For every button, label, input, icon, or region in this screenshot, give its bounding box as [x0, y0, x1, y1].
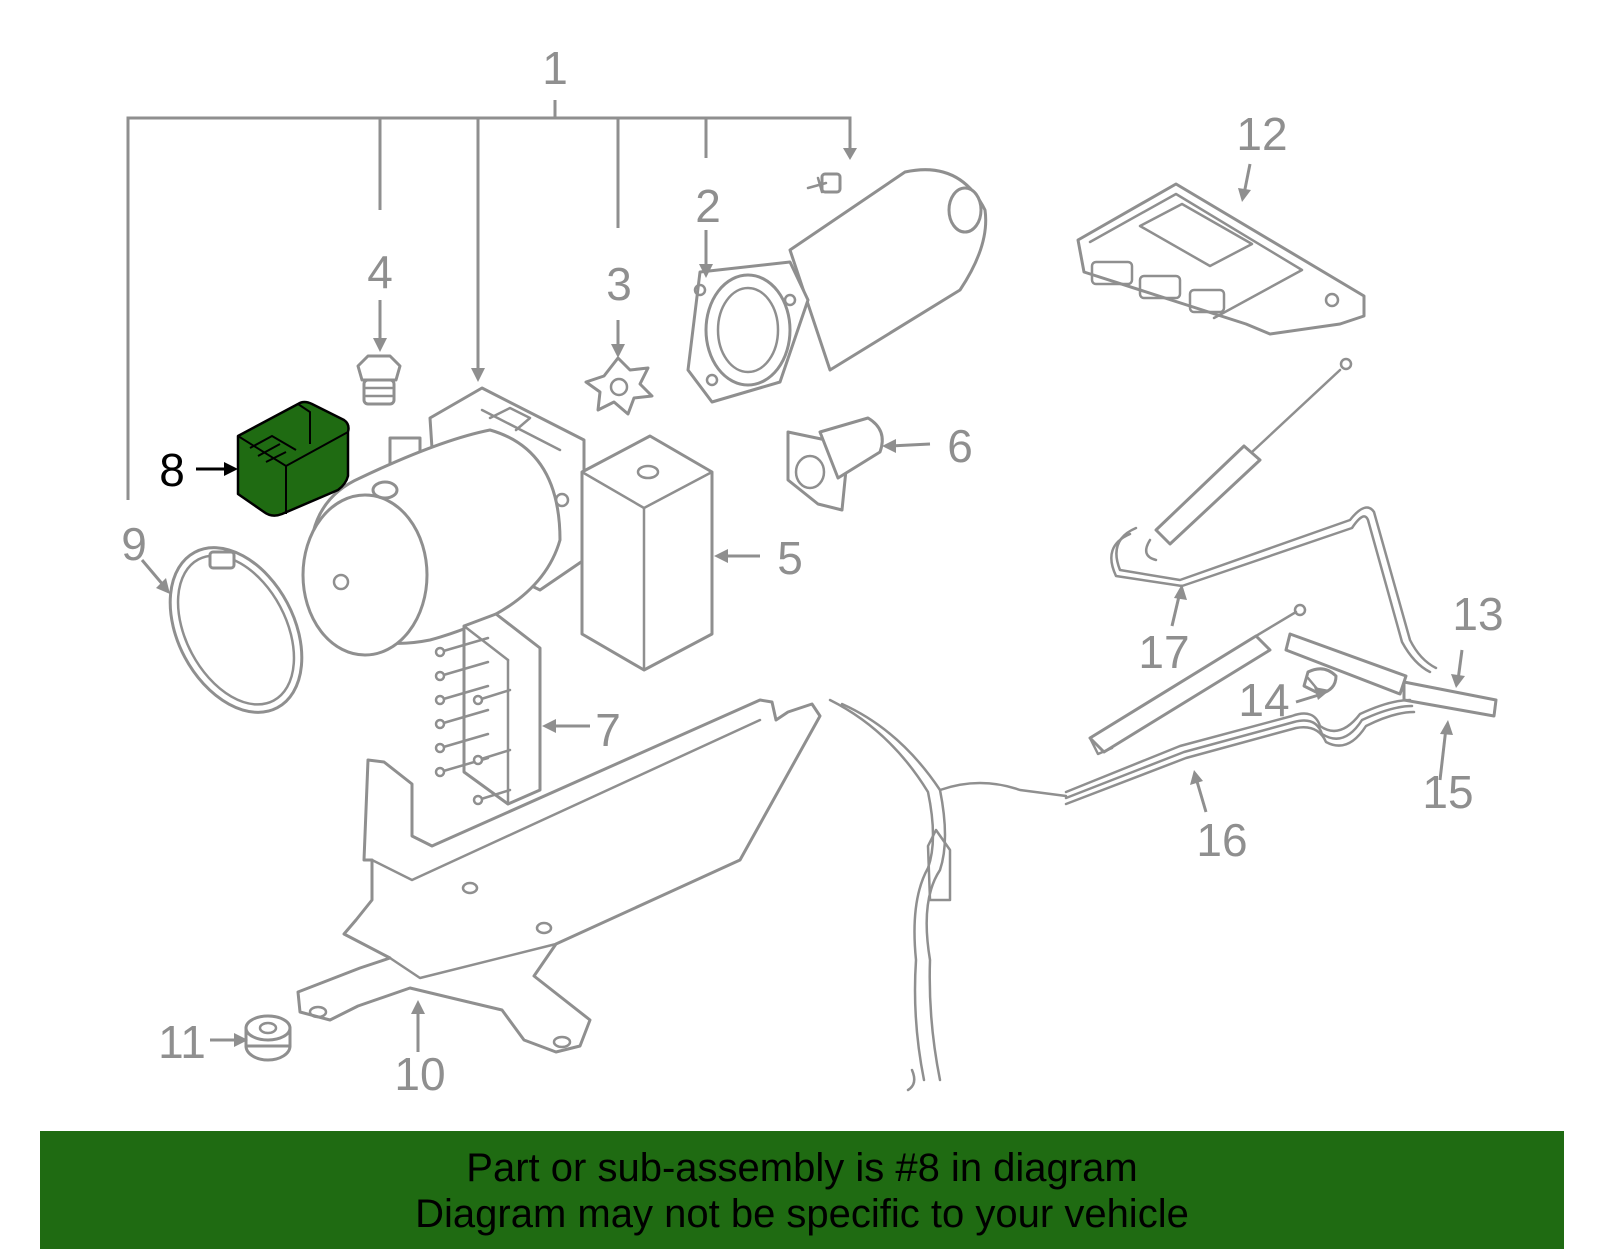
label-10: 10	[394, 1048, 445, 1100]
part-11-grommet	[210, 1014, 292, 1062]
part-5-block	[580, 434, 760, 672]
label-3: 3	[606, 258, 632, 310]
bolt	[806, 172, 842, 194]
label-5: 5	[777, 532, 803, 584]
part-9-clamp	[140, 546, 304, 714]
info-banner: Part or sub-assembly is #8 in diagram Di…	[40, 1131, 1564, 1249]
banner-line-1: Part or sub-assembly is #8 in diagram	[466, 1146, 1138, 1190]
strut-lower	[1088, 603, 1307, 756]
label-11: 11	[158, 1016, 206, 1068]
part-16-hydraulic-lines	[828, 698, 1416, 1092]
part-3-coupling	[584, 320, 654, 416]
label-1: 1	[542, 42, 568, 94]
part-8-relay-highlighted	[196, 400, 350, 517]
part-7-valve-block	[434, 612, 590, 806]
label-15: 15	[1422, 766, 1473, 818]
label-16: 16	[1196, 814, 1247, 866]
label-2: 2	[695, 180, 721, 232]
part-12-control-module	[1076, 163, 1366, 336]
part-14-pin	[1295, 667, 1338, 704]
part-10-bracket	[296, 698, 822, 1054]
part-15-lines	[1438, 720, 1453, 781]
part-13-cylinder	[1284, 632, 1498, 718]
callout-tree-1	[126, 100, 857, 500]
part-4-plug	[356, 300, 402, 406]
label-7: 7	[595, 704, 621, 756]
callout-labels: 1 2 3 4 5 6 7 8 9 10 11 12 13 14 15 16 1…	[121, 42, 1503, 1100]
label-4: 4	[367, 246, 393, 298]
part-6-seal	[786, 416, 931, 512]
label-13: 13	[1452, 588, 1503, 640]
label-14: 14	[1238, 674, 1289, 726]
label-12: 12	[1236, 108, 1287, 160]
part-17-strut-line	[1110, 357, 1438, 674]
label-9: 9	[121, 518, 147, 570]
banner-line-2: Diagram may not be specific to your vehi…	[415, 1192, 1189, 1236]
pump-unit	[301, 386, 586, 657]
label-17: 17	[1138, 626, 1189, 678]
label-6: 6	[947, 420, 973, 472]
label-8: 8	[159, 444, 185, 496]
part-2-motor	[686, 168, 988, 404]
